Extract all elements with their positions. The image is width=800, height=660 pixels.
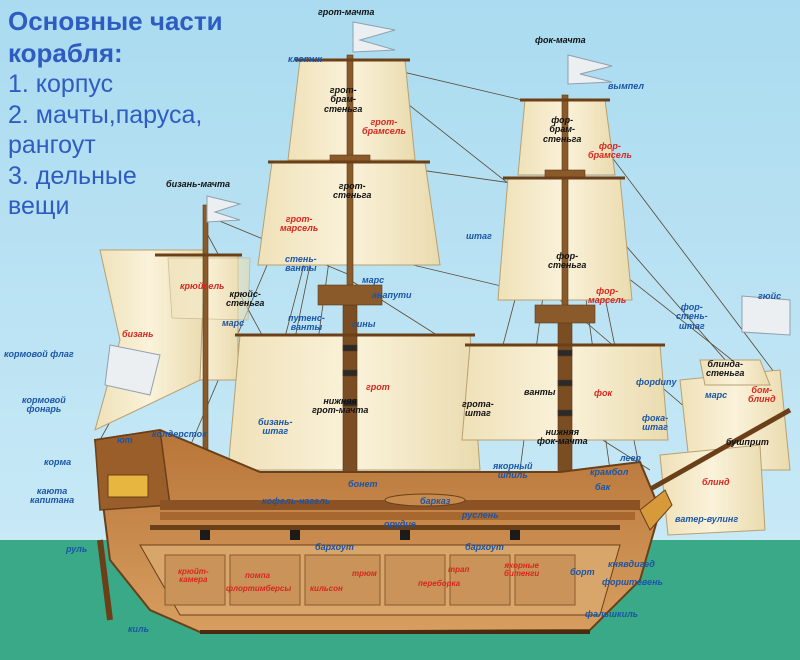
label-vater-vuling: ватер-вулинг (675, 514, 739, 524)
label-fok-machta: фок-мачта (535, 35, 586, 45)
heading-line2: корабля: (8, 37, 123, 68)
label-shtag: штаг (466, 231, 492, 241)
label-yakornye-bitengi: якорные битенги (504, 561, 540, 579)
label-flortimbersy: флортимберсы (226, 584, 292, 593)
title-block: Основные части корабля: 1. корпус 2. мач… (8, 6, 223, 222)
label-bizan: бизань (122, 329, 154, 339)
list-item-2: 2. мачты,паруса, (8, 100, 203, 129)
label-anaputi: анапути (372, 290, 412, 300)
label-kil: киль (128, 624, 150, 634)
list-item-1: 1. корпус (8, 70, 114, 99)
label-for-sten-shtag: фор- стень- штаг (676, 302, 708, 331)
label-bort: борт (570, 567, 595, 577)
label-kayuta-kapitana: каюта капитана (30, 486, 75, 506)
label-nizhnyaya-fok-machta: нижняя фок-мачта (537, 427, 588, 447)
label-vanty: ванты (524, 387, 556, 397)
label-sten-vanty: стень- ванты (285, 254, 317, 274)
flags (104, 21, 791, 396)
label-kruyt-kamera: крюйт- камера (178, 567, 209, 585)
label-grot-machta: грот-мачта (318, 7, 375, 17)
label-fok: фок (594, 388, 613, 398)
label-kilson: кильсон (310, 584, 343, 593)
label-pereborka: переборка (418, 579, 461, 588)
label-yut: ют (117, 435, 133, 445)
label-putens-vanty: путенс- ванты (288, 313, 325, 333)
label-giny: гины (352, 319, 376, 329)
label-korma: корма (44, 457, 72, 467)
label-barkhout-left: бархоут (315, 542, 354, 552)
label-falshkil: фальшкиль (585, 609, 639, 619)
label-bonet: бонет (348, 479, 378, 489)
label-gyus: гюйс (758, 291, 782, 301)
label-kormovoy-flag: кормовой флаг (4, 349, 74, 359)
label-knyavdiged: княвдигед (608, 559, 655, 569)
label-bizan-shtag: бизань- штаг (258, 417, 293, 437)
label-klotik: клотик (288, 54, 322, 64)
label-grota-shtag: грота- штаг (462, 399, 494, 419)
label-kramboly: крамбол (590, 467, 629, 477)
label-nizhnyaya-grot-machta: нижняя грот-мачта (312, 396, 369, 416)
label-forduny: форduny (636, 377, 677, 387)
label-for-bramsel: фор- брамсель (588, 141, 632, 161)
label-bom-blind: бом- блинд (748, 385, 776, 405)
label-kruys-stenga: крюйс- стеньга (226, 289, 265, 309)
label-kolderstok: колдерсток (152, 429, 207, 439)
label-grot-marsel: грот- марсель (280, 214, 319, 234)
label-blinda-stenga: блинда- стеньга (706, 359, 745, 379)
label-rul: руль (66, 544, 88, 554)
label-kormovoy-fonar: кормовой фонарь (22, 395, 66, 415)
label-trum: трюм (352, 569, 377, 578)
label-grot-stenga: грот- стеньга (333, 181, 372, 201)
label-grot-bramsel: грот- брамсель (362, 117, 406, 137)
label-trap: трап (448, 565, 470, 574)
label-forshteven: форштевень (602, 577, 663, 587)
yards (155, 58, 665, 347)
label-mars-mizzen: марс (222, 318, 245, 328)
label-bizan-machta: бизань-мачта (166, 179, 231, 189)
label-leer: леер (620, 453, 641, 463)
label-ruslen: руслень (462, 510, 499, 520)
label-pompa: помпа (245, 571, 271, 580)
label-bushprit: бушприт (726, 437, 769, 447)
label-for-marsel: фор- марсель (588, 286, 627, 306)
label-vympel: вымпел (608, 81, 644, 91)
heading-line1: Основные части (8, 6, 223, 36)
label-for-bram-stenga: фор- брам- стеньга (543, 115, 582, 144)
label-mars-main: марс (362, 275, 385, 285)
label-mars-fore: марс (705, 390, 728, 400)
label-orudie: орудие (384, 519, 416, 529)
list-item-3: 3. дельные (8, 161, 137, 190)
label-for-stenga: фор- стеньга (548, 251, 587, 271)
label-barkas: барказ (420, 496, 451, 506)
list-item-3-cont: вещи (8, 192, 70, 221)
list-item-2-cont: рангоут (8, 131, 96, 160)
label-yakorny-shpil: якорный шпиль (493, 461, 533, 481)
label-kofel-nagel: кофель-нагель (262, 496, 331, 506)
label-blind: блинд (702, 477, 730, 487)
label-fok-shtag: фока- штаг (642, 413, 669, 433)
hull (93, 428, 673, 634)
label-bak: бак (595, 482, 611, 492)
label-kruysel: крюйсель (180, 281, 225, 291)
label-grot-bram-stenga: грот- брам- стеньга (324, 85, 363, 114)
label-grot: грот (366, 382, 390, 392)
label-barkhout-right: бархоут (465, 542, 504, 552)
